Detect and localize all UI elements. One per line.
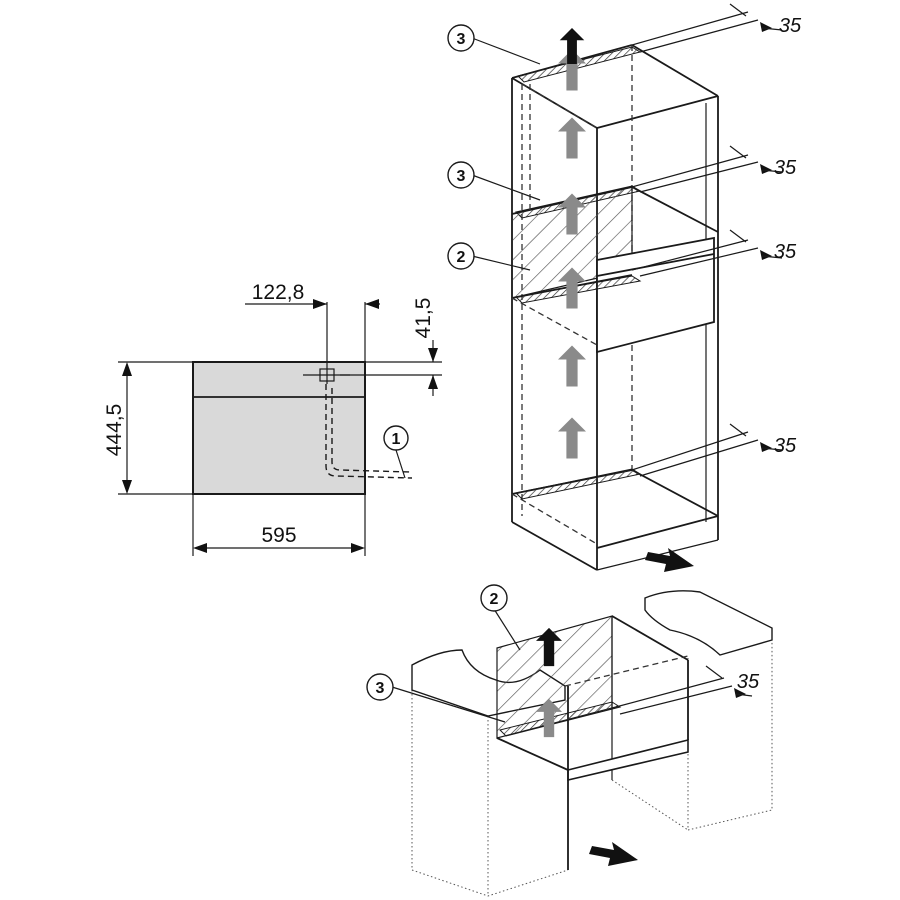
height-dimension: 444,5 xyxy=(103,404,126,457)
arrow-right-icon xyxy=(645,548,694,572)
callout-3-middle-label: 3 xyxy=(457,168,466,185)
tall-cabinet: 35 35 35 35 3 xyxy=(447,3,802,572)
callout-3-top-label: 3 xyxy=(457,31,466,48)
built-in-appliance xyxy=(596,236,715,354)
width-dimension: 595 xyxy=(261,524,296,547)
callout-3-base-label: 3 xyxy=(376,680,385,697)
arrow-right-icon xyxy=(589,842,638,866)
clearance-lower-label: 35 xyxy=(774,241,797,263)
callout-2-base-label: 2 xyxy=(490,591,499,608)
countertop-right xyxy=(644,590,773,656)
clearance-bottom: 35 xyxy=(631,423,797,477)
callout-2-cabinet-label: 2 xyxy=(457,249,466,266)
appliance-front-view: 595 444,5 122,8 41,5 1 xyxy=(103,281,442,556)
clearance-base-label: 35 xyxy=(737,671,760,693)
connection-x-dimension: 122,8 xyxy=(252,281,305,304)
arrow-up-icon xyxy=(558,117,586,159)
appliance-body xyxy=(192,361,366,495)
callout-1-label: 1 xyxy=(392,431,401,448)
base-unit: 35 2 3 xyxy=(366,584,773,897)
power-cable xyxy=(325,384,413,479)
clearance-top-label: 35 xyxy=(779,15,802,37)
clearance-top: 35 xyxy=(631,3,802,53)
clearance-middle-label: 35 xyxy=(774,157,797,179)
clearance-middle: 35 xyxy=(631,145,797,193)
arrow-up-icon xyxy=(558,417,586,459)
arrow-up-icon xyxy=(558,345,586,387)
callout-1-marker xyxy=(383,425,409,451)
connection-y-dimension: 41,5 xyxy=(412,298,435,339)
clearance-lower: 35 xyxy=(631,229,797,277)
clearance-bottom-label: 35 xyxy=(774,435,797,457)
